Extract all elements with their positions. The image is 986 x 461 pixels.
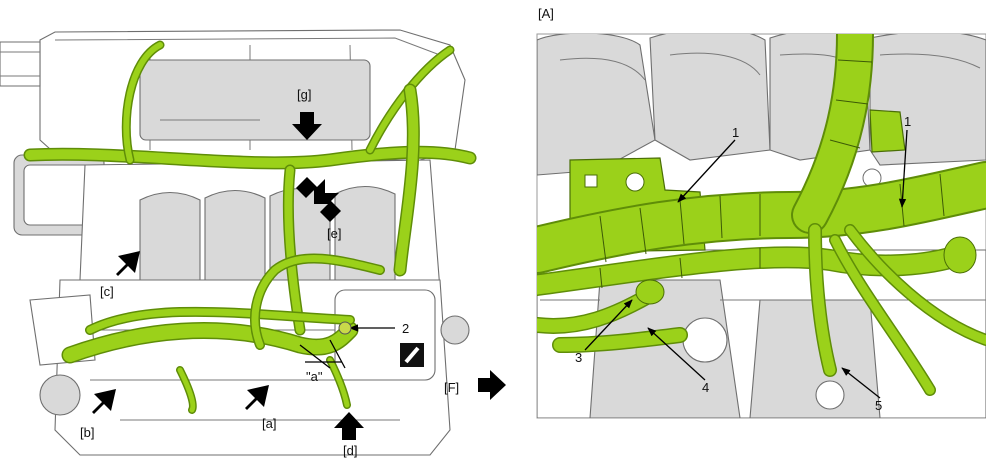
callout-2-group (299, 321, 395, 369)
detail-callout-5: 5 (875, 398, 882, 413)
left-wire-harness (23, 40, 477, 414)
label-g: [g] (297, 87, 311, 102)
label-e: [e] (327, 226, 341, 241)
arrow-f-icon (478, 370, 506, 400)
dimension-a-label: "a" (306, 369, 323, 384)
label-b: [b] (80, 425, 94, 440)
label-d: [d] (343, 443, 357, 458)
detail-leaders (584, 129, 908, 399)
arrow-e-icon (296, 177, 341, 222)
detail-view-frame (536, 33, 986, 419)
view-f-label: [F] (444, 380, 459, 395)
view-arrows (92, 112, 506, 440)
detail-title: [A] (538, 6, 554, 21)
arrow-c-icon (116, 251, 140, 276)
detail-callout-4: 4 (702, 380, 709, 395)
detail-callout-3: 3 (575, 350, 582, 365)
arrow-d-icon (334, 412, 364, 440)
detail-callout-1b: 1 (904, 114, 911, 129)
arrow-a-icon (245, 385, 269, 410)
label-c: [c] (100, 284, 114, 299)
callout-2: 2 (402, 321, 409, 336)
detail-callout-1a: 1 (732, 125, 739, 140)
arrow-g-icon (292, 112, 322, 140)
arrow-b-icon (92, 389, 116, 414)
label-a: [a] (262, 416, 276, 431)
